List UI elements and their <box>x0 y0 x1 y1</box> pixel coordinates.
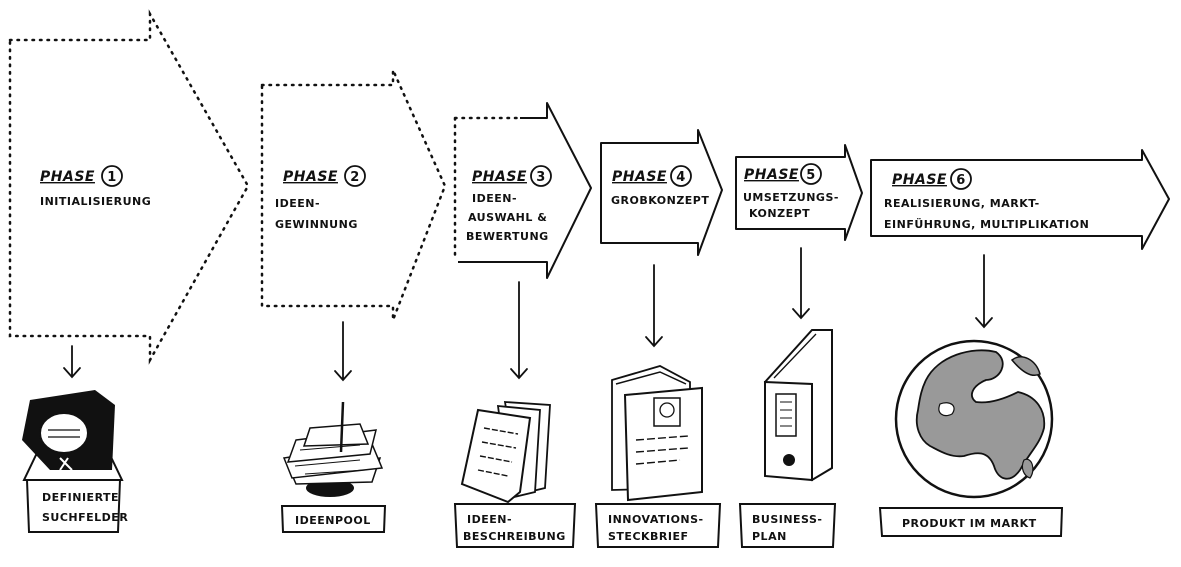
phase-2-arrow: PHASE 2 IDEEN- GEWINNUNG <box>260 69 447 321</box>
down-arrow-3 <box>510 281 528 380</box>
phase-5-number-circle <box>800 163 822 185</box>
output-label-2: IDEENPOOL <box>280 505 387 533</box>
phase-6-number-circle <box>950 168 972 190</box>
phase-1-number-circle <box>101 165 123 187</box>
down-arrow-5 <box>792 247 810 320</box>
phase-5-desc-line-2: KONZEPT <box>749 207 810 220</box>
phase-3-word: PHASE <box>472 169 527 185</box>
phase-2-desc-line-1: IDEEN- <box>275 197 320 210</box>
down-arrow-1 <box>63 345 81 379</box>
down-arrow-4 <box>645 264 663 348</box>
globe-icon <box>894 339 1054 499</box>
phase-1-desc-line-1: INITIALISIERUNG <box>40 195 151 208</box>
svg-text:PLAN: PLAN <box>752 530 787 543</box>
phase-2-number-circle <box>344 165 366 187</box>
svg-text:STECKBRIEF: STECKBRIEF <box>608 530 689 543</box>
phase-4-number-circle <box>670 165 692 187</box>
phase-4-desc-line-1: GROBKONZEPT <box>611 194 709 207</box>
phase-1-number: 1 <box>107 170 117 185</box>
down-arrows <box>63 247 993 382</box>
phase-4-arrow: PHASE 4 GROBKONZEPT <box>600 129 723 256</box>
phase-4-word: PHASE <box>612 169 667 185</box>
phase-6-desc-line-2: EINFÜHRUNG, MULTIPLIKATION <box>884 217 1089 231</box>
down-arrow-2 <box>334 321 352 382</box>
svg-text:IDEENPOOL: IDEENPOOL <box>295 514 371 527</box>
phase-4-number: 4 <box>676 170 686 185</box>
output-label-1: DEFINIERTE SUCHFELDER <box>25 479 128 533</box>
phase-3-arrow: PHASE 3 IDEEN- AUSWAHL & BEWERTUNG <box>453 102 592 279</box>
phase-6-arrow: PHASE 6 REALISIERUNG, MARKT- EINFÜHRUNG,… <box>870 149 1170 250</box>
svg-text:PRODUKT IM MARKT: PRODUKT IM MARKT <box>902 517 1037 530</box>
profile-booklet-icon <box>611 365 703 502</box>
phase-1-word: PHASE <box>40 169 95 185</box>
svg-text:DEFINIERTE: DEFINIERTE <box>42 491 119 504</box>
spotlight-icon <box>22 390 124 481</box>
svg-text:IDEEN-: IDEEN- <box>467 513 512 526</box>
phase-1-arrow: PHASE 1 INITIALISIERUNG <box>8 9 250 365</box>
phase-3-desc-line-1: IDEEN- <box>472 192 517 205</box>
phase-5-arrow: PHASE 5 UMSETZUNGS- KONZEPT <box>735 144 863 241</box>
svg-text:SUCHFELDER: SUCHFELDER <box>42 511 128 524</box>
phase-5-word: PHASE <box>744 167 799 183</box>
output-label-6: PRODUKT IM MARKT <box>878 507 1064 537</box>
output-label-5: BUSINESS- PLAN <box>738 503 837 548</box>
svg-text:BESCHREIBUNG: BESCHREIBUNG <box>463 530 566 543</box>
binder-icon <box>763 329 833 482</box>
phase-3-desc-line-2: AUSWAHL & <box>468 211 547 224</box>
phase-6-word: PHASE <box>892 172 947 188</box>
output-label-4: INNOVATIONS- STECKBRIEF <box>594 503 722 548</box>
phase-3-desc-line-3: BEWERTUNG <box>466 230 549 243</box>
documents-icon <box>460 401 551 504</box>
phase-2-number: 2 <box>350 170 360 185</box>
phase-6-desc-line-1: REALISIERUNG, MARKT- <box>884 197 1040 210</box>
output-label-3: IDEEN- BESCHREIBUNG <box>453 503 577 548</box>
idea-pile-icon <box>282 401 384 497</box>
phase-5-desc-line-1: UMSETZUNGS- <box>743 191 839 204</box>
svg-text:INNOVATIONS-: INNOVATIONS- <box>608 513 704 526</box>
phase-3-number-circle <box>530 165 552 187</box>
down-arrow-6 <box>975 254 993 329</box>
svg-text:BUSINESS-: BUSINESS- <box>752 513 822 526</box>
phase-3-number: 3 <box>536 170 546 185</box>
phase-5-number: 5 <box>806 168 816 183</box>
phase-2-word: PHASE <box>283 169 338 185</box>
phase-6-number: 6 <box>956 173 966 188</box>
phase-2-desc-line-2: GEWINNUNG <box>275 218 358 231</box>
